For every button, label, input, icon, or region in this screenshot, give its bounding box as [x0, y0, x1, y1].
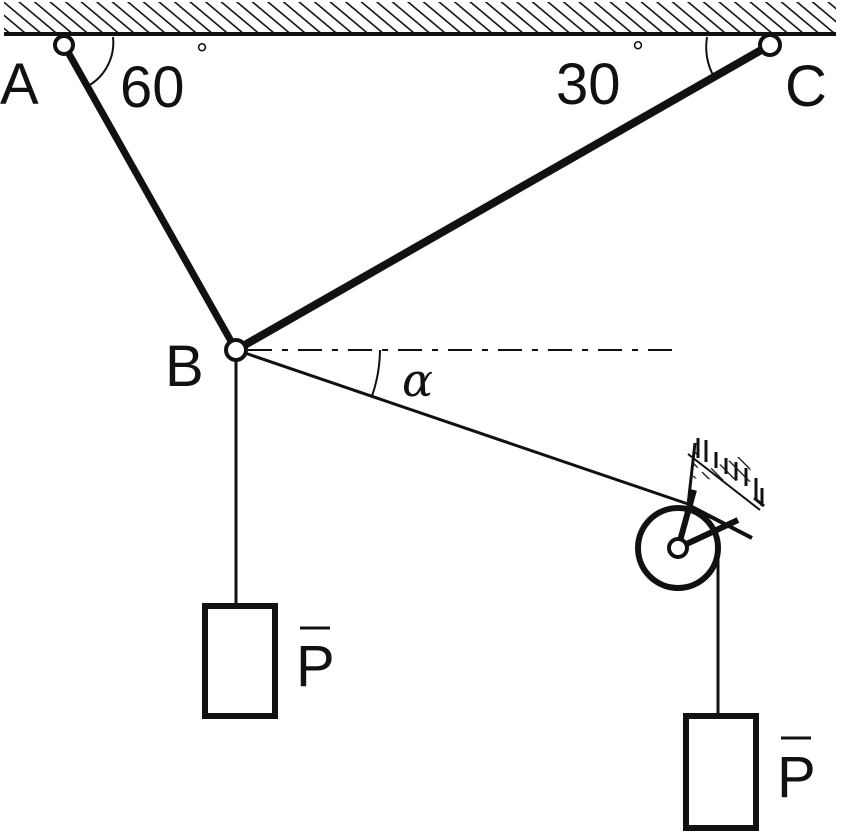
label-point-a: A [0, 52, 39, 117]
wall-hatch-ticks [696, 438, 765, 508]
weight-right [683, 713, 759, 831]
cable-b-to-pulley [235, 348, 689, 506]
label-angle-c-degree: ° [632, 36, 644, 69]
angle-arc-alpha [371, 349, 381, 397]
wall-tick-1 [687, 453, 761, 511]
hinge-a [53, 34, 75, 56]
wall-mount-hatching [688, 454, 755, 482]
angle-arc-c [705, 36, 715, 78]
ceiling-hatching [4, 2, 836, 33]
weight-left [202, 603, 278, 719]
label-angle-c: 30 [556, 52, 621, 117]
label-weight-right: P [777, 745, 816, 810]
wall-bracket-left [686, 442, 697, 506]
label-angle-a: 60 [120, 55, 185, 120]
hinge-b [224, 338, 248, 362]
hinge-c [758, 33, 782, 57]
label-angle-a-degree: ° [196, 38, 208, 71]
label-point-c: C [785, 54, 827, 119]
rod-cb [234, 41, 772, 354]
rod-ab [60, 43, 240, 352]
ceiling [4, 2, 836, 36]
pulley-arm [676, 517, 740, 551]
label-angle-alpha: α [402, 353, 433, 407]
label-weight-left: P [296, 634, 335, 699]
pulley-axle [667, 537, 689, 559]
angle-arc-a [87, 36, 115, 87]
label-point-b: B [165, 334, 204, 399]
pulley-assembly [635, 442, 761, 716]
